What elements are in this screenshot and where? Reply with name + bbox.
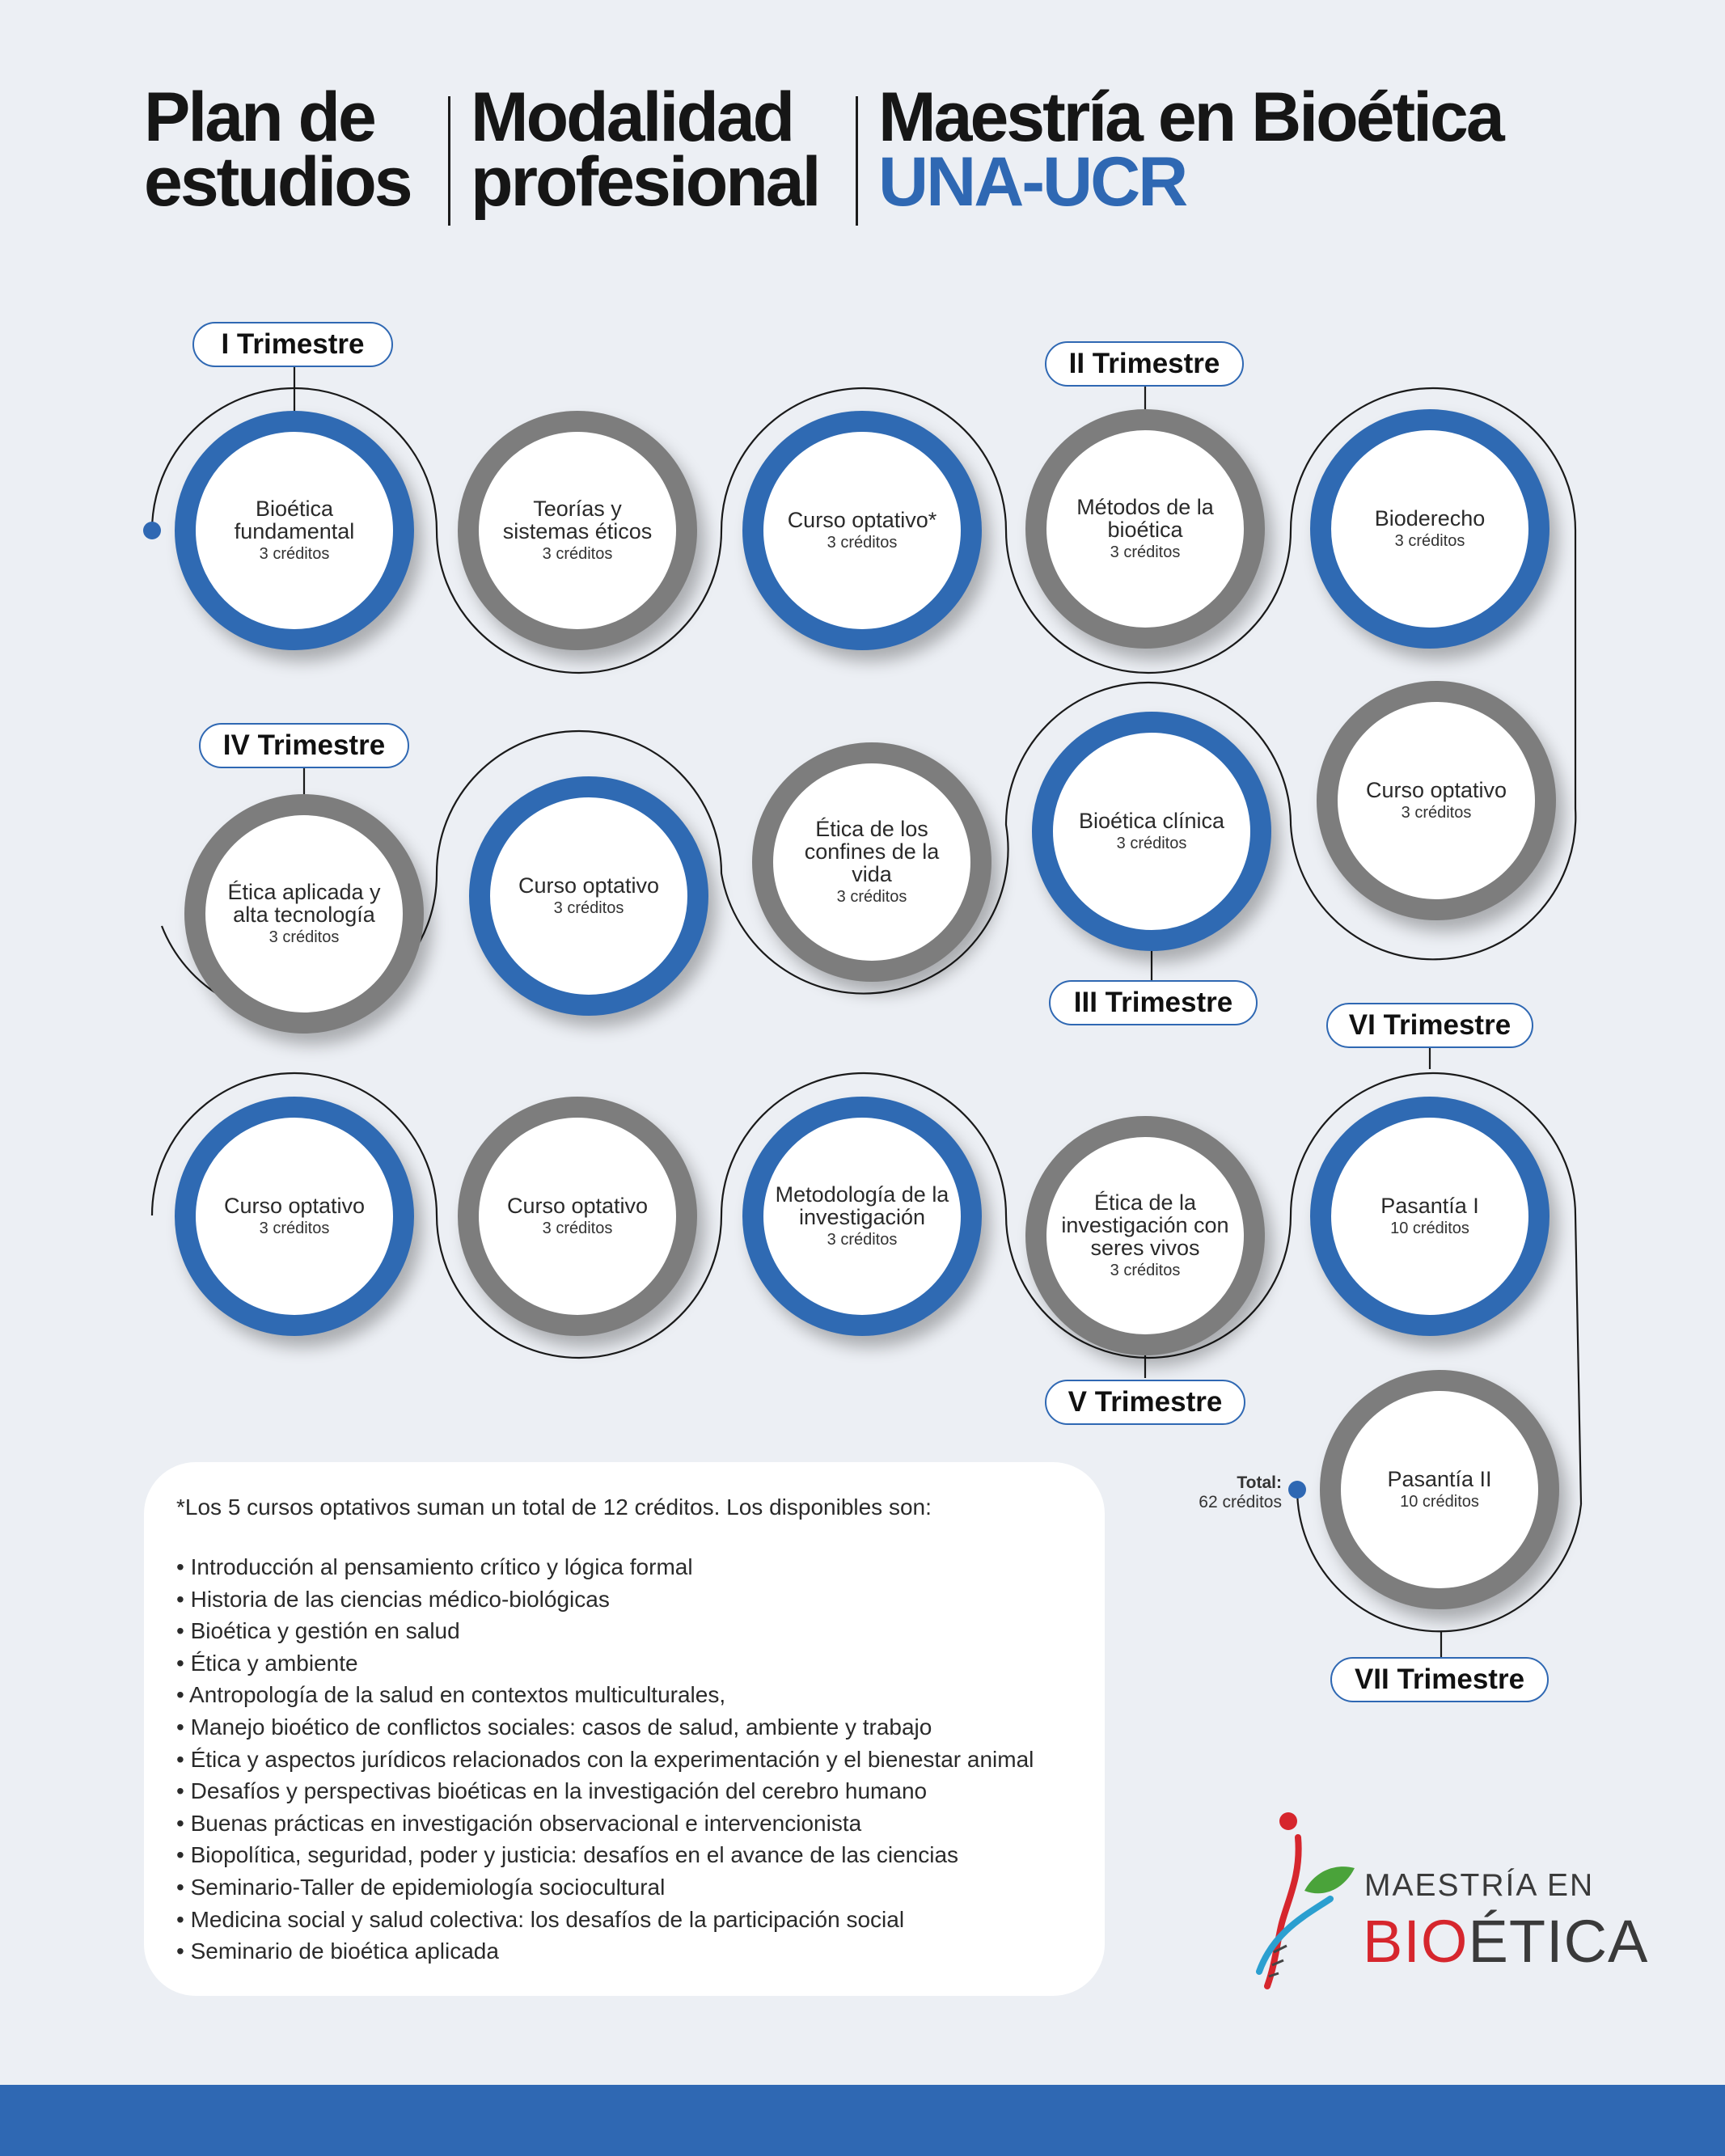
list-item: Seminario de bioética aplicada <box>176 1935 1072 1968</box>
course-circle: Métodos de la bioética 3 créditos <box>1025 409 1265 649</box>
course-name: Curso optativo <box>506 1194 649 1218</box>
course-circle: Curso optativo 3 créditos <box>175 1097 414 1336</box>
course-name: Bioética clínica <box>1078 809 1225 833</box>
trimester-label-3: III Trimestre <box>1049 980 1258 1025</box>
list-item: Biopolítica, seguridad, poder y justicia… <box>176 1839 1072 1871</box>
header-divider <box>448 96 450 226</box>
course-name: Metodología de la investigación <box>775 1182 949 1229</box>
course-credits: 3 créditos <box>1110 1262 1181 1279</box>
course-credits: 3 créditos <box>1394 532 1465 550</box>
course-name: Ética de los confines de la vida <box>804 817 940 886</box>
header-col1-line2: estudios <box>144 143 413 221</box>
course-credits: 3 créditos <box>542 545 613 563</box>
course-circle: Curso optativo 3 créditos <box>469 776 708 1016</box>
course-name: Teorías y sistemas éticos <box>502 497 653 543</box>
list-item: Medicina social y salud colectiva: los d… <box>176 1904 1072 1936</box>
start-dot <box>143 522 161 539</box>
course-name: Bioderecho <box>1374 506 1486 531</box>
course-credits: 3 créditos <box>827 534 898 552</box>
course-credits: 3 créditos <box>553 899 624 917</box>
header-modalidad: Modalidad profesional <box>471 78 822 221</box>
electives-panel: *Los 5 cursos optativos suman un total d… <box>144 1462 1105 1996</box>
header-plan-de-estudios: Plan de estudios <box>144 78 413 221</box>
course-circle: Metodología de la investigación 3 crédit… <box>742 1097 982 1336</box>
list-item: Introducción al pensamiento crítico y ló… <box>176 1551 1072 1583</box>
trimester-label-6: VI Trimestre <box>1326 1003 1533 1048</box>
course-credits: 3 créditos <box>542 1220 613 1237</box>
course-name: Curso optativo <box>1365 778 1507 802</box>
course-name: Curso optativo* <box>787 508 937 532</box>
list-item: Manejo bioético de conflictos sociales: … <box>176 1711 1072 1744</box>
course-circle: Pasantía II 10 créditos <box>1320 1370 1559 1609</box>
course-circle: Curso optativo 3 créditos <box>458 1097 697 1336</box>
course-circle: Curso optativo* 3 créditos <box>742 411 982 650</box>
course-credits: 3 créditos <box>827 1231 898 1249</box>
header-col2-line2: profesional <box>471 143 822 221</box>
trimester-label-5: V Trimestre <box>1045 1380 1245 1425</box>
header-col3-line1: Maestría en Bioética <box>878 78 1505 156</box>
total-credits: Total: 62 créditos <box>1156 1473 1282 1512</box>
course-name: Ética de la investigación con seres vivo… <box>1061 1190 1229 1260</box>
list-item: Seminario-Taller de epidemiología socioc… <box>176 1871 1072 1904</box>
end-dot <box>1288 1481 1306 1499</box>
course-credits: 3 créditos <box>836 888 907 906</box>
course-name: Métodos de la bioética <box>1076 495 1214 542</box>
header-program: Maestría en Bioética UNA-UCR <box>878 78 1505 221</box>
dna-leaf-icon <box>1256 1812 1355 1989</box>
course-name: Pasantía I <box>1380 1194 1479 1218</box>
course-credits: 3 créditos <box>259 545 330 563</box>
total-label: Total: <box>1237 1473 1282 1492</box>
course-circle: Bioderecho 3 créditos <box>1310 409 1550 649</box>
course-circle: Ética aplicada y alta tecnología 3 crédi… <box>184 794 424 1034</box>
header-col3-line2: UNA-UCR <box>878 143 1188 221</box>
trimester-label-4: IV Trimestre <box>199 723 409 768</box>
logo-line2: BIOÉTICA <box>1363 1907 1648 1976</box>
list-item: Buenas prácticas en investigación observ… <box>176 1807 1072 1840</box>
logo-bio: BIO <box>1363 1908 1469 1975</box>
electives-list: Introducción al pensamiento crítico y ló… <box>176 1551 1072 1968</box>
logo-etica: ÉTICA <box>1468 1908 1649 1975</box>
course-circle: Bioética fundamental 3 créditos <box>175 411 414 650</box>
course-credits: 3 créditos <box>268 928 340 946</box>
course-name: Ética aplicada y alta tecnología <box>227 880 381 927</box>
course-circle: Bioética clínica 3 créditos <box>1032 712 1271 951</box>
course-credits: 3 créditos <box>259 1220 330 1237</box>
course-name: Bioética fundamental <box>234 497 355 543</box>
total-value: 62 créditos <box>1199 1493 1282 1511</box>
course-circle: Ética de los confines de la vida 3 crédi… <box>752 742 991 982</box>
course-circle: Teorías y sistemas éticos 3 créditos <box>458 411 697 650</box>
course-circle: Curso optativo 3 créditos <box>1317 681 1556 920</box>
course-name: Curso optativo <box>518 873 660 898</box>
course-circle: Ética de la investigación con seres vivo… <box>1025 1116 1265 1355</box>
course-credits: 3 créditos <box>1401 804 1472 822</box>
list-item: Ética y ambiente <box>176 1647 1072 1680</box>
course-credits: 3 créditos <box>1116 835 1187 852</box>
electives-intro: *Los 5 cursos optativos suman un total d… <box>176 1494 932 1520</box>
list-item: Bioética y gestión en salud <box>176 1615 1072 1647</box>
trimester-label-1: I Trimestre <box>192 322 393 367</box>
trimester-label-7: VII Trimestre <box>1330 1657 1549 1702</box>
list-item: Historia de las ciencias médico-biológic… <box>176 1583 1072 1616</box>
header-col2-line1: Modalidad <box>471 78 795 156</box>
course-credits: 10 créditos <box>1400 1493 1479 1511</box>
course-credits: 10 créditos <box>1390 1220 1469 1237</box>
logo-line1: MAESTRÍA EN <box>1364 1868 1595 1903</box>
footer-bar <box>0 2085 1725 2156</box>
header-col1-line1: Plan de <box>144 78 377 156</box>
list-item: Ética y aspectos jurídicos relacionados … <box>176 1744 1072 1776</box>
course-credits: 3 créditos <box>1110 543 1181 561</box>
course-circle: Pasantía I 10 créditos <box>1310 1097 1550 1336</box>
list-item: Desafíos y perspectivas bioéticas en la … <box>176 1775 1072 1807</box>
header-divider <box>856 96 858 226</box>
list-item: Antropología de la salud en contextos mu… <box>176 1679 1072 1711</box>
trimester-label-2: II Trimestre <box>1045 341 1244 387</box>
program-logo: MAESTRÍA EN BIOÉTICA <box>1241 1810 1647 1996</box>
course-name: Curso optativo <box>223 1194 366 1218</box>
course-name: Pasantía II <box>1387 1467 1492 1491</box>
